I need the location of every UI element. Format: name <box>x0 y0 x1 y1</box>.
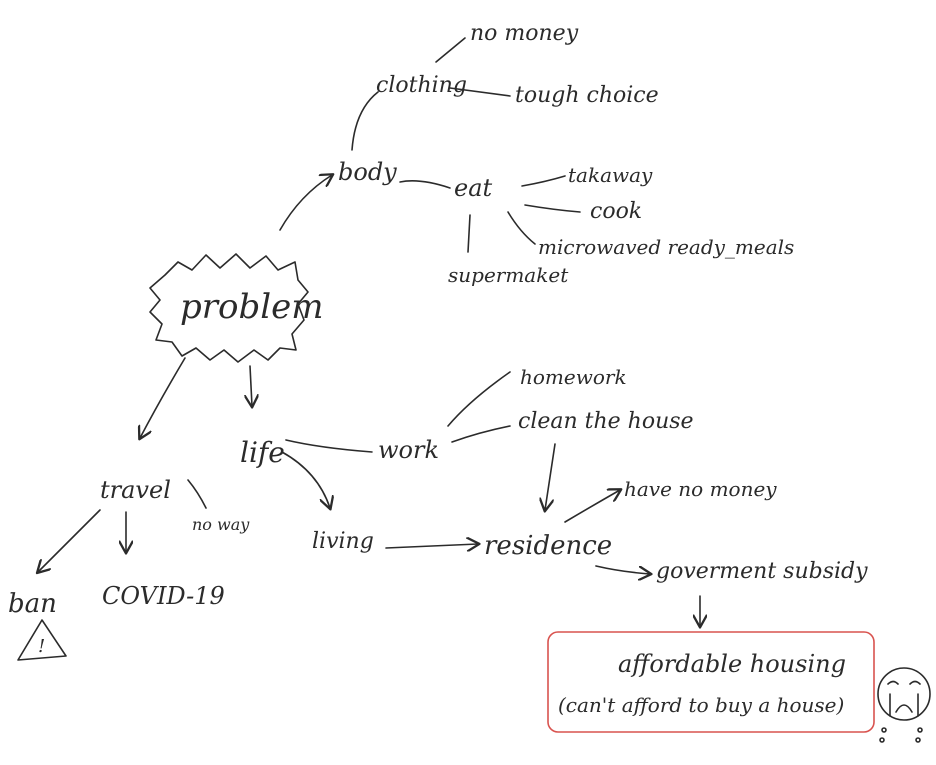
line-eat-to-microwaved <box>507 211 536 245</box>
line-travel-to-no-way <box>187 479 207 509</box>
arrow-clean-house-to-residence <box>545 443 556 510</box>
work-label: work <box>378 436 439 464</box>
living-label: living <box>312 529 374 554</box>
line-body-to-clothing <box>351 91 379 151</box>
arrow-travel-to-ban <box>38 509 101 572</box>
line-clothing-to-tough-choice <box>449 87 511 97</box>
ban-label: ban <box>8 589 57 619</box>
arrow-living-to-residence <box>385 544 478 548</box>
government-subsidy-label: goverment subsidy <box>656 559 868 584</box>
homework-label: homework <box>520 365 627 389</box>
cant-afford-label: (can't afford to buy a house) <box>558 693 844 717</box>
line-work-to-homework <box>447 371 511 427</box>
clothing-label: clothing <box>376 73 467 98</box>
clean-house-label: clean the house <box>518 409 694 434</box>
residence-label: residence <box>484 531 612 561</box>
no-way-label: no way <box>192 515 250 534</box>
warning-triangle-icon <box>17 619 67 661</box>
line-eat-to-takeaway <box>521 175 566 187</box>
warning-mark: ! <box>38 636 45 657</box>
line-body-to-eat <box>399 180 451 189</box>
affordable-housing-label: affordable housing <box>618 650 846 678</box>
line-clothing-to-no-money <box>435 37 466 63</box>
tough-choice-label: tough choice <box>515 83 659 108</box>
arrow-residence-to-subsidy <box>595 565 650 574</box>
life-label: life <box>240 436 285 469</box>
travel-label: travel <box>100 476 171 504</box>
line-work-to-clean-house <box>451 425 511 443</box>
cook-label: cook <box>590 199 642 224</box>
arrow-life-to-living <box>281 451 330 508</box>
takeaway-label: takaway <box>568 163 653 187</box>
arrow-problem-to-travel <box>140 357 186 438</box>
arrow-problem-to-body <box>279 175 332 231</box>
body-label: body <box>338 158 397 186</box>
line-life-to-work <box>285 439 373 453</box>
arrow-problem-to-life <box>250 365 252 406</box>
crying-face-icon <box>877 667 931 743</box>
eat-label: eat <box>454 174 493 202</box>
have-no-money-label: have no money <box>624 477 777 501</box>
supermarket-label: supermaket <box>448 263 569 287</box>
arrow-residence-to-have-no-money <box>564 490 620 523</box>
covid-label: COVID-19 <box>102 582 225 610</box>
line-eat-to-supermarket <box>467 214 471 253</box>
line-eat-to-cook <box>524 204 581 213</box>
microwaved-label: microwaved ready_meals <box>538 235 794 259</box>
no-money-top-label: no money <box>470 21 579 46</box>
affordable-housing-box <box>547 631 875 733</box>
problem-label: problem <box>180 287 324 327</box>
problem-cloud-outline <box>149 253 309 363</box>
